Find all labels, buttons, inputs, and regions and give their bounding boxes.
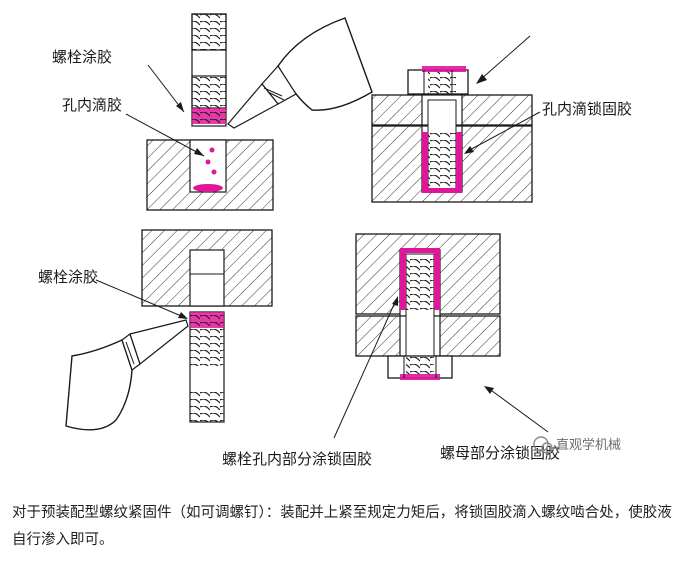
hole-adhesive-bottom-right	[400, 252, 406, 310]
watermark-text: 直观学机械	[556, 437, 621, 453]
adhesive-bottle-bottom	[65, 339, 133, 431]
panel-bottom-left: 螺栓涂胶	[38, 229, 273, 431]
label-bolt-coating-bottom: 螺栓涂胶	[38, 268, 98, 286]
adhesive-bottle	[277, 17, 373, 111]
watermark-logo-icon	[533, 436, 549, 452]
label-hole-drip: 孔内滴胶	[62, 96, 122, 114]
bolt-thread-upper	[191, 13, 227, 51]
bolt-thread-lower	[191, 75, 227, 109]
hole-adhesive-pool	[193, 184, 223, 192]
threadlocker-application-diagram: 螺栓涂胶 孔内滴胶 孔内滴锁固胶	[38, 13, 632, 468]
panel-top-left: 螺栓涂胶 孔内滴胶	[52, 13, 373, 211]
panel-top-right: 孔内滴锁固胶	[371, 35, 632, 203]
watermark: 直观学机械	[533, 436, 621, 454]
label-nut-lock: 螺母部分涂锁固胶	[440, 444, 560, 462]
panel-bottom-right: 螺栓孔内部分涂锁固胶 螺母部分涂锁固胶	[222, 233, 560, 468]
caption-paragraph: 对于预装配型螺纹紧固件（如可调螺钉）：装配并上紧至规定力矩后，将锁固胶滴入螺纹啮…	[12, 505, 672, 548]
label-bolt-hole-lock: 螺栓孔内部分涂锁固胶	[222, 450, 372, 468]
label-hole-drip-lock: 孔内滴锁固胶	[542, 100, 632, 118]
label-bolt-coating-top: 螺栓涂胶	[52, 48, 112, 66]
hole-adhesive-walls	[422, 132, 428, 192]
